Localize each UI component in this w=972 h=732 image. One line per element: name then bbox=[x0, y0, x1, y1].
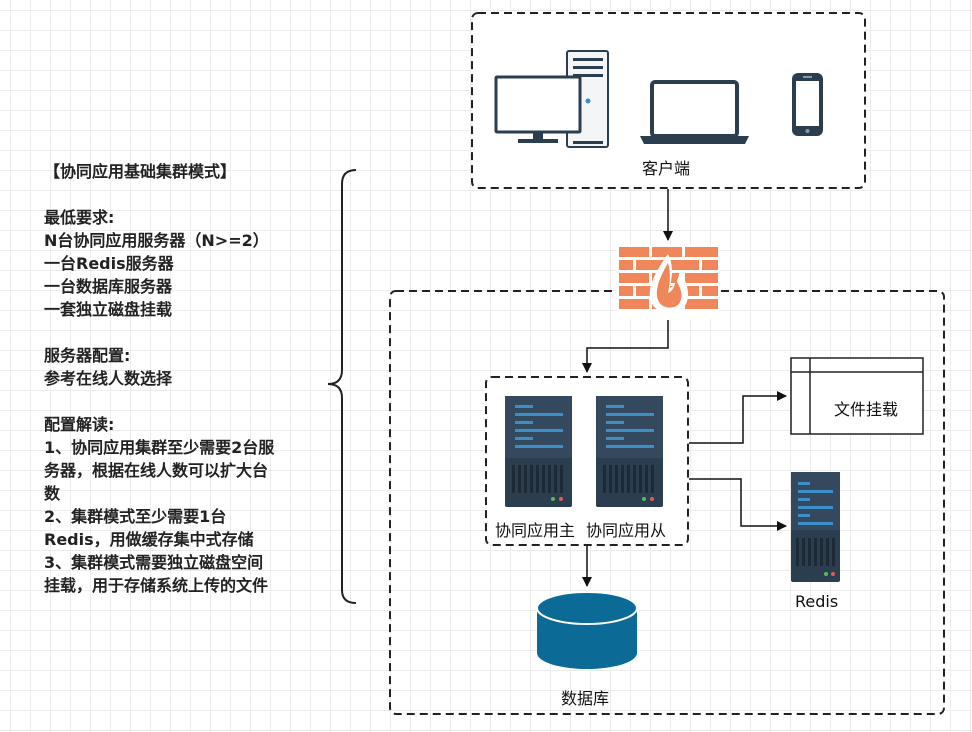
interpret-line: Redis，用做缓存集中式存储 bbox=[44, 530, 254, 549]
firewall-icon bbox=[617, 245, 720, 319]
server-icon-slave bbox=[596, 396, 663, 507]
server-icon-redis bbox=[791, 472, 840, 582]
min-req-heading: 最低要求: bbox=[44, 208, 115, 227]
laptop-icon bbox=[640, 80, 749, 144]
min-req-item: N台协同应用服务器（N>=2） bbox=[44, 231, 269, 250]
database-label: 数据库 bbox=[561, 689, 610, 708]
min-req-item: 一台数据库服务器 bbox=[44, 277, 173, 296]
arrow-app-to-redis bbox=[689, 478, 787, 531]
config-text: 参考在线人数选择 bbox=[44, 369, 173, 388]
interpret-line: 挂载，用于存储系统上传的文件 bbox=[44, 576, 269, 595]
interpret-line: 2、集群模式至少需要1台 bbox=[44, 507, 227, 526]
min-req-item: 一套独立磁盘挂载 bbox=[44, 300, 173, 319]
app-master-label: 协同应用主 bbox=[495, 521, 576, 540]
phone-icon bbox=[792, 73, 823, 136]
config-heading: 服务器配置: bbox=[44, 346, 131, 365]
curly-brace bbox=[327, 169, 357, 604]
interpret-line: 数 bbox=[44, 484, 61, 503]
interpret-line: 3、集群模式需要独立磁盘空间 bbox=[44, 553, 264, 572]
interpret-heading: 配置解读: bbox=[44, 415, 115, 434]
arrow-app-to-file-mount bbox=[689, 391, 787, 444]
notes-title: 【协同应用基础集群模式】 bbox=[44, 162, 237, 181]
server-icon-master bbox=[505, 396, 572, 507]
client-label: 客户端 bbox=[642, 159, 691, 178]
min-req-item: 一台Redis服务器 bbox=[44, 254, 174, 273]
redis-label: Redis bbox=[795, 592, 839, 611]
arrow-firewall-to-app bbox=[582, 320, 669, 373]
file-mount-label: 文件挂载 bbox=[834, 400, 899, 419]
desktop-computer-icon bbox=[494, 50, 609, 148]
interpret-line: 务器，根据在线人数可以扩大台 bbox=[44, 461, 269, 480]
interpret-line: 1、协同应用集群至少需要2台服 bbox=[44, 438, 275, 457]
storage-icon bbox=[790, 357, 924, 435]
server-zone-box bbox=[389, 290, 945, 715]
app-slave-label: 协同应用从 bbox=[586, 521, 667, 540]
notes-panel: 【协同应用基础集群模式】 最低要求: N台协同应用服务器（N>=2） 一台Red… bbox=[44, 160, 334, 597]
database-icon bbox=[536, 591, 638, 669]
